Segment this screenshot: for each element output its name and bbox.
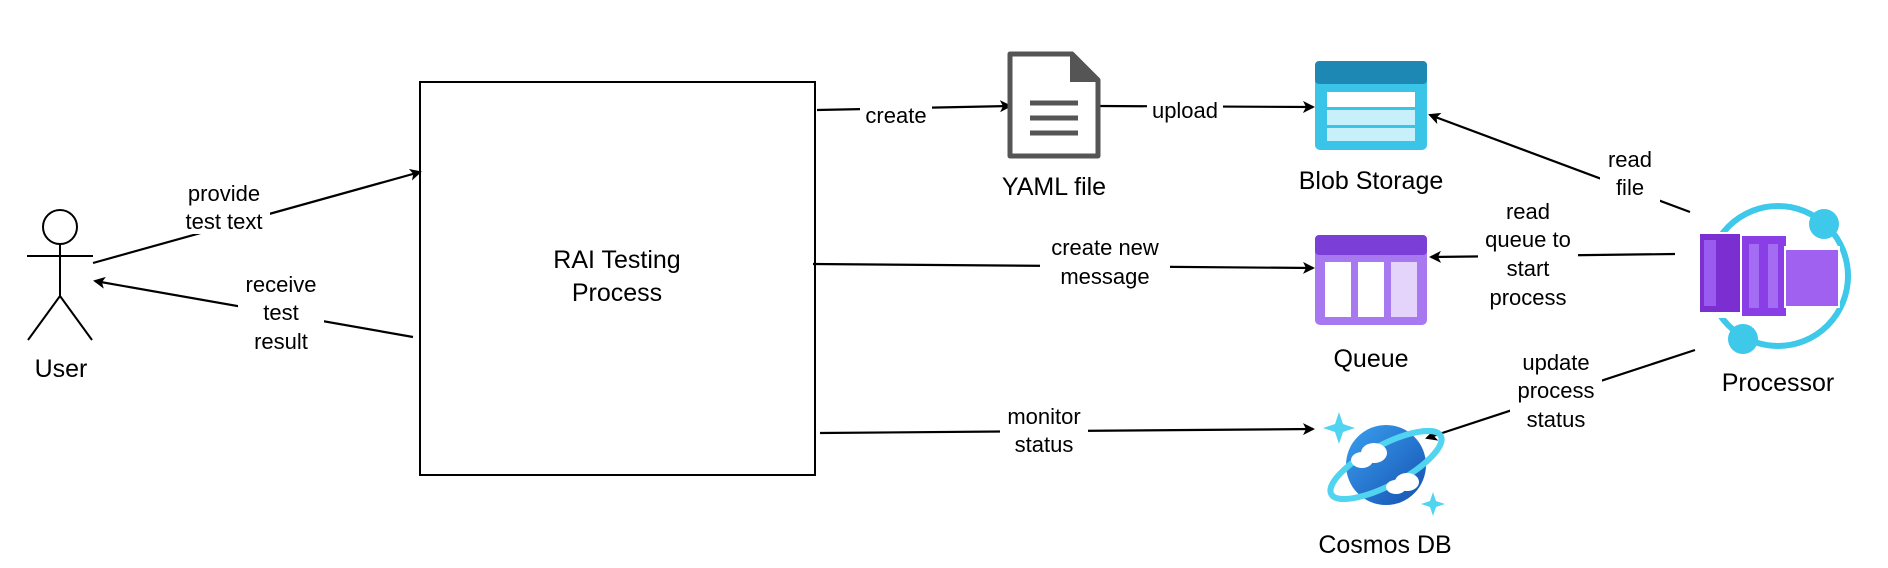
edge-label-line: process — [1517, 378, 1594, 403]
edge-label-line: read — [1506, 199, 1550, 224]
label-monitor-status: monitor status — [1000, 404, 1088, 460]
blob-storage-node[interactable]: Blob Storage — [1299, 61, 1444, 195]
edge-label-line: create new — [1051, 235, 1159, 260]
edge-label-line: file — [1616, 175, 1644, 200]
edge-label-line: receive — [246, 272, 317, 297]
edge-label-line: start — [1507, 256, 1550, 281]
edge-label-line: upload — [1152, 98, 1218, 123]
rai-testing-process-box[interactable] — [419, 81, 816, 476]
cosmos-db-node[interactable]: Cosmos DB — [1318, 412, 1452, 559]
cosmos-db-icon — [1323, 412, 1445, 516]
edge-label-line: update — [1522, 350, 1589, 375]
edge-label-line: monitor — [1007, 404, 1080, 429]
process-label-line1: RAI Testing — [553, 246, 680, 274]
queue-label: Queue — [1333, 345, 1408, 373]
processor-node[interactable]: Processor — [1695, 203, 1851, 397]
process-label-line2: Process — [572, 279, 662, 307]
edge-label-line: provide — [188, 181, 260, 206]
user-label: User — [35, 355, 88, 383]
edge-label-line: result — [254, 329, 308, 354]
queue-node[interactable]: Queue — [1315, 235, 1427, 373]
edge-label-line: test — [263, 300, 298, 325]
edge-label-line: process — [1489, 285, 1566, 310]
label-update-status: update process status — [1510, 350, 1602, 434]
edge-label-line: queue to — [1485, 227, 1571, 252]
label-read-queue: read queue to start process — [1478, 199, 1578, 312]
label-create: create — [860, 101, 932, 129]
processor-label: Processor — [1722, 369, 1835, 397]
edge-label-line: create — [865, 103, 926, 128]
label-receive-test-result: receive test result — [238, 270, 324, 354]
edge-label-line: status — [1527, 407, 1586, 432]
edge-label-line: status — [1015, 432, 1074, 457]
stick-figure-icon — [27, 209, 93, 341]
queue-icon — [1315, 235, 1427, 325]
edge-label-line: test text — [185, 209, 262, 234]
container-app-icon — [1695, 203, 1851, 354]
edge-label-line: message — [1060, 264, 1149, 289]
label-create-new-message: create new message — [1040, 234, 1170, 290]
label-upload: upload — [1147, 96, 1223, 124]
edge-label-line: read — [1608, 147, 1652, 172]
label-provide-test-text: provide test text — [178, 178, 270, 234]
label-read-file: read file — [1600, 146, 1660, 202]
blob-storage-label: Blob Storage — [1299, 167, 1444, 195]
document-icon — [1007, 51, 1101, 159]
blob-storage-icon — [1315, 61, 1427, 150]
yaml-file-node[interactable]: YAML file — [1002, 51, 1106, 201]
user-node[interactable]: User — [27, 209, 93, 383]
yaml-file-label: YAML file — [1002, 173, 1106, 201]
cosmos-db-label: Cosmos DB — [1318, 531, 1451, 559]
